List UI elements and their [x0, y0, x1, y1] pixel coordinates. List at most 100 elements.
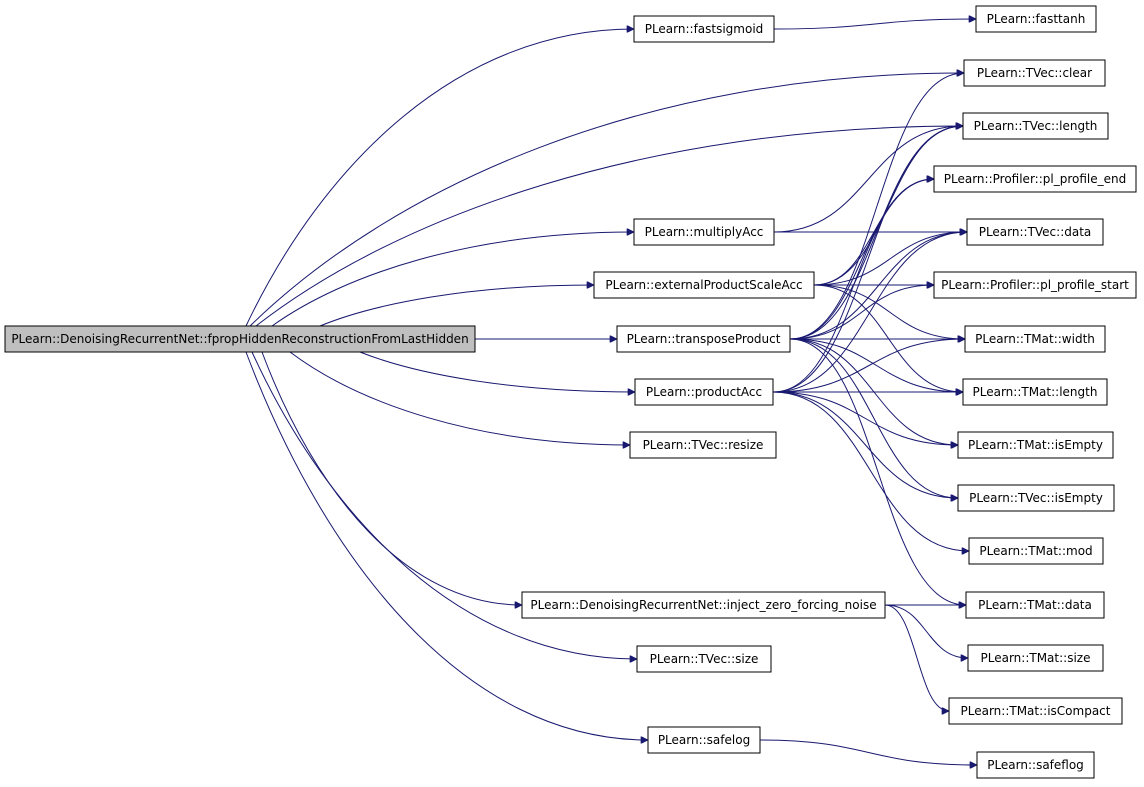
node-layer: PLearn::DenoisingRecurrentNet::fpropHidd…: [4, 5, 1137, 779]
edge-productAcc-to-tvec_length: [772, 126, 963, 393]
node-label: PLearn::DenoisingRecurrentNet::inject_ze…: [530, 598, 876, 612]
edge-safelog-to-safeflog: [759, 739, 977, 765]
node-multiplyAcc[interactable]: PLearn::multiplyAcc: [633, 218, 775, 246]
node-tmat-width[interactable]: PLearn::TMat::width: [964, 325, 1106, 353]
node-fastsigmoid[interactable]: PLearn::fastsigmoid: [633, 15, 775, 43]
node-root[interactable]: PLearn::DenoisingRecurrentNet::fpropHidd…: [4, 325, 476, 353]
node-label: PLearn::TVec::resize: [643, 438, 764, 452]
node-box: [633, 218, 775, 246]
node-box: [976, 751, 1095, 779]
node-box: [964, 325, 1106, 353]
edge-productAcc-to-prof_end: [772, 179, 934, 393]
node-tmat-data[interactable]: PLearn::TMat::data: [965, 591, 1105, 619]
node-label: PLearn::externalProductScaleAcc: [605, 278, 802, 292]
node-box: [957, 431, 1114, 459]
edge-multiplyAcc-to-tvec_length: [773, 126, 963, 233]
edge-root-to-tvec_clear: [249, 73, 964, 327]
node-tmat-isEmpty[interactable]: PLearn::TMat::isEmpty: [957, 431, 1114, 459]
node-tmat-size[interactable]: PLearn::TMat::size: [967, 644, 1104, 672]
node-label: PLearn::safelog: [658, 733, 750, 747]
edge-transProd-to-prof_start: [789, 285, 934, 340]
node-label: PLearn::TVec::isEmpty: [969, 491, 1103, 505]
node-tvec-length[interactable]: PLearn::TVec::length: [962, 112, 1109, 140]
edge-root-to-tvec_length: [255, 126, 963, 327]
node-label: PLearn::TVec::data: [979, 225, 1092, 239]
edge-productAcc-to-tmat_mod: [772, 391, 969, 551]
node-productAcc[interactable]: PLearn::productAcc: [634, 378, 774, 406]
edge-root-to-extProd: [319, 285, 594, 327]
edge-transProd-to-tmat_length: [789, 338, 963, 392]
edge-root-to-tvec_resize: [289, 351, 630, 445]
node-box: [957, 484, 1115, 512]
node-box: [633, 15, 775, 43]
edge-extProd-to-tvec_data: [813, 232, 967, 286]
node-box: [616, 325, 791, 353]
node-tvec-isEmpty[interactable]: PLearn::TVec::isEmpty: [957, 484, 1115, 512]
node-box: [948, 697, 1123, 725]
node-label: PLearn::TMat::isEmpty: [968, 438, 1103, 452]
edge-root-to-safelog: [245, 351, 648, 740]
edge-inject-to-tmat_size: [884, 604, 968, 658]
node-label: PLearn::fastsigmoid: [645, 22, 764, 36]
edge-root-to-tvec_size: [251, 351, 637, 659]
node-label: PLearn::multiplyAcc: [645, 225, 764, 239]
node-label: PLearn::TVec::size: [650, 652, 759, 666]
edge-transProd-to-tmat_data: [789, 338, 966, 605]
edge-transProd-to-tvec_data: [789, 232, 967, 340]
edge-productAcc-to-tmat_isEmpty: [772, 391, 958, 445]
node-box: [636, 645, 772, 673]
node-tvec-resize[interactable]: PLearn::TVec::resize: [629, 431, 777, 459]
node-label: PLearn::productAcc: [646, 385, 762, 399]
node-tmat-mod[interactable]: PLearn::TMat::mod: [968, 537, 1104, 565]
node-tmat-isCompact[interactable]: PLearn::TMat::isCompact: [948, 697, 1123, 725]
node-extProd[interactable]: PLearn::externalProductScaleAcc: [593, 271, 815, 299]
node-label: PLearn::TMat::width: [975, 332, 1095, 346]
node-label: PLearn::transposeProduct: [627, 332, 781, 346]
node-safelog[interactable]: PLearn::safelog: [647, 726, 761, 754]
node-label: PLearn::Profiler::pl_profile_end: [944, 172, 1126, 186]
node-box: [629, 431, 777, 459]
node-inject[interactable]: PLearn::DenoisingRecurrentNet::inject_ze…: [521, 591, 886, 619]
node-label: PLearn::fasttanh: [987, 12, 1086, 26]
node-box: [963, 59, 1106, 87]
edge-productAcc-to-tvec_data: [772, 232, 967, 393]
edge-root-to-inject: [261, 351, 522, 605]
node-box: [965, 591, 1105, 619]
node-label: PLearn::safeflog: [987, 758, 1084, 772]
node-tvec-size[interactable]: PLearn::TVec::size: [636, 645, 772, 673]
edge-transProd-to-tvec_clear: [789, 73, 964, 340]
node-box: [593, 271, 815, 299]
edge-root-to-multiplyAcc: [271, 232, 634, 327]
node-transProd[interactable]: PLearn::transposeProduct: [616, 325, 791, 353]
edge-productAcc-to-tmat_width: [772, 339, 965, 393]
node-label: PLearn::TMat::isCompact: [961, 704, 1111, 718]
node-box: [967, 644, 1104, 672]
edge-transProd-to-tvec_isEmpty: [789, 338, 958, 498]
node-box: [933, 271, 1137, 299]
edge-transProd-to-prof_end: [789, 179, 934, 340]
edge-layer: [245, 19, 977, 765]
node-label: PLearn::DenoisingRecurrentNet::fpropHidd…: [11, 332, 468, 346]
node-prof-start[interactable]: PLearn::Profiler::pl_profile_start: [933, 271, 1137, 299]
node-box: [634, 378, 774, 406]
node-box: [966, 218, 1104, 246]
node-tvec-clear[interactable]: PLearn::TVec::clear: [963, 59, 1106, 87]
node-safeflog[interactable]: PLearn::safeflog: [976, 751, 1095, 779]
node-prof-end[interactable]: PLearn::Profiler::pl_profile_end: [933, 165, 1137, 193]
edge-fastsigmoid-to-fasttanh: [773, 19, 976, 30]
node-box: [975, 5, 1097, 33]
edge-root-to-productAcc: [359, 351, 635, 392]
node-fasttanh[interactable]: PLearn::fasttanh: [975, 5, 1097, 33]
node-label: PLearn::TMat::data: [978, 598, 1092, 612]
node-label: PLearn::TVec::clear: [977, 66, 1092, 80]
node-tvec-data[interactable]: PLearn::TVec::data: [966, 218, 1104, 246]
edge-productAcc-to-tvec_isEmpty: [772, 391, 958, 498]
node-box: [4, 325, 476, 353]
node-tmat-length[interactable]: PLearn::TMat::length: [962, 378, 1108, 406]
edge-root-to-fastsigmoid: [245, 29, 634, 327]
node-box: [521, 591, 886, 619]
node-label: PLearn::TMat::mod: [979, 544, 1092, 558]
node-label: PLearn::TMat::size: [981, 651, 1091, 665]
edge-inject-to-tmat_isCompact: [884, 604, 949, 711]
